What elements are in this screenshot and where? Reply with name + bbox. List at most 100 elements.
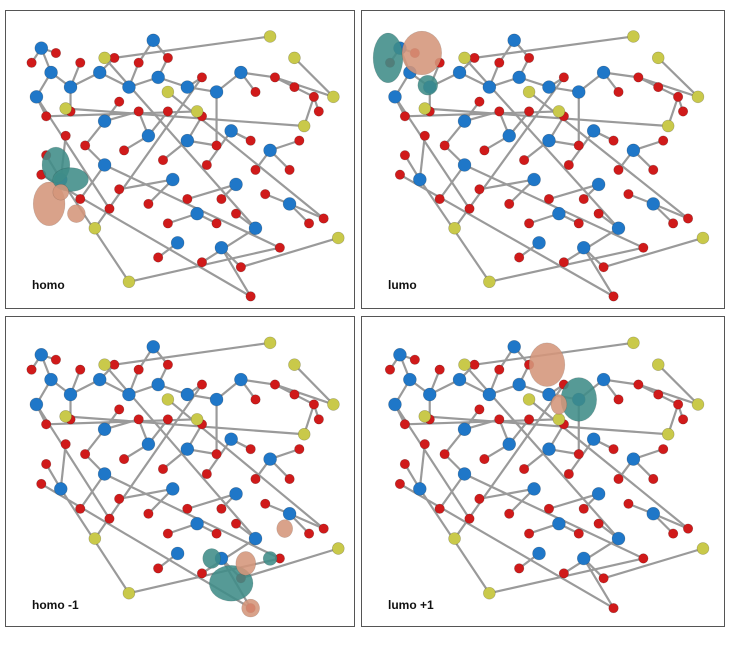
silicon-atom [502,437,516,451]
oxygen-atom [633,379,644,390]
orbital-lobe-positive [550,394,568,415]
bond [201,227,257,264]
silicon-atom [542,80,556,94]
bond [657,57,699,98]
oxygen-atom [216,503,227,514]
silicon-atom [626,143,641,158]
oxygen-atom [119,145,130,156]
silicon-atom [44,372,58,387]
sulfur-atom [691,90,705,104]
oxygen-atom [182,193,193,205]
silicon-atom [512,70,526,85]
oxygen-atom [162,218,173,229]
oxygen-atom [563,159,574,171]
bond [240,236,339,269]
silicon-atom [413,482,427,496]
silicon-atom [388,397,402,412]
orbital-lobe-positive [67,204,86,223]
oxygen-atom [143,198,154,209]
oxygen-atom [294,135,305,146]
sulfur-atom [161,393,175,406]
silicon-atom [393,347,407,362]
bond [638,76,699,98]
silicon-atom [452,65,467,80]
oxygen-atom [162,52,173,63]
sulfur-atom [458,358,471,371]
oxygen-atom [682,213,694,224]
silicon-atom [552,206,566,221]
bond [274,76,334,98]
sulfur-atom [190,105,204,118]
sulfur-atom [190,413,204,426]
sulfur-atom [448,221,461,235]
oxygen-atom [668,528,679,539]
oxygen-atom [157,463,169,475]
silicon-atom [452,372,467,387]
oxygen-atom [245,135,256,146]
silicon-atom [248,531,263,546]
oxygen-atom [250,473,261,485]
bond [114,341,271,366]
bond [293,363,335,406]
silicon-atom [29,90,44,104]
silicon-atom [170,236,185,250]
sulfur-atom [98,51,111,65]
oxygen-atom [211,449,222,460]
oxygen-atom [41,419,52,430]
oxygen-atom [479,454,490,465]
sulfur-atom [122,586,136,600]
silicon-atom [146,340,161,354]
oxygen-atom [558,568,569,579]
silicon-atom [282,506,297,521]
oxygen-atom [494,57,505,68]
oxygen-atom [598,573,609,584]
oxygen-atom [269,379,281,390]
bond [474,35,634,59]
silicon-atom [482,387,497,402]
oxygen-atom [196,379,208,390]
silicon-atom [122,80,136,94]
oxygen-atom [75,193,86,205]
silicon-atom [646,506,661,521]
oxygen-atom [399,111,410,122]
silicon-atom [532,546,546,561]
silicon-atom [180,387,195,402]
bond [582,247,615,297]
silicon-atom [44,65,58,80]
molecule-structure [26,336,345,614]
oxygen-atom [318,213,329,224]
oxygen-atom [196,568,208,579]
silicon-atom [234,65,248,80]
oxygen-atom [648,164,659,175]
bond [240,547,339,580]
sulfur-atom [418,102,432,115]
oxygen-atom [41,111,52,122]
oxygen-atom [469,359,480,370]
oxygen-atom [573,528,584,539]
silicon-atom [552,516,566,531]
oxygen-atom [303,528,315,539]
oxygen-atom [211,528,222,539]
silicon-atom [512,377,526,392]
oxygen-atom [653,389,664,400]
sulfur-atom [98,358,111,371]
oxygen-atom [638,553,649,564]
oxygen-atom [419,439,430,450]
oxygen-atom [245,291,256,302]
silicon-atom [165,482,180,496]
oxygen-atom [608,603,619,614]
oxygen-atom [274,242,285,253]
sulfur-atom [161,85,175,99]
oxygen-atom [464,203,475,214]
orbital-panel-lumo-plus-1: lumo +1 [361,316,725,627]
silicon-atom [234,372,248,387]
oxygen-atom [578,503,589,514]
molecule-render [384,336,710,614]
sulfur-atom [122,275,136,289]
oxygen-atom [245,444,256,455]
bond [453,383,565,540]
oxygen-atom [201,159,212,171]
silicon-atom [224,432,238,446]
orbital-lobe-negative [417,74,439,96]
molecule-render [26,336,345,618]
